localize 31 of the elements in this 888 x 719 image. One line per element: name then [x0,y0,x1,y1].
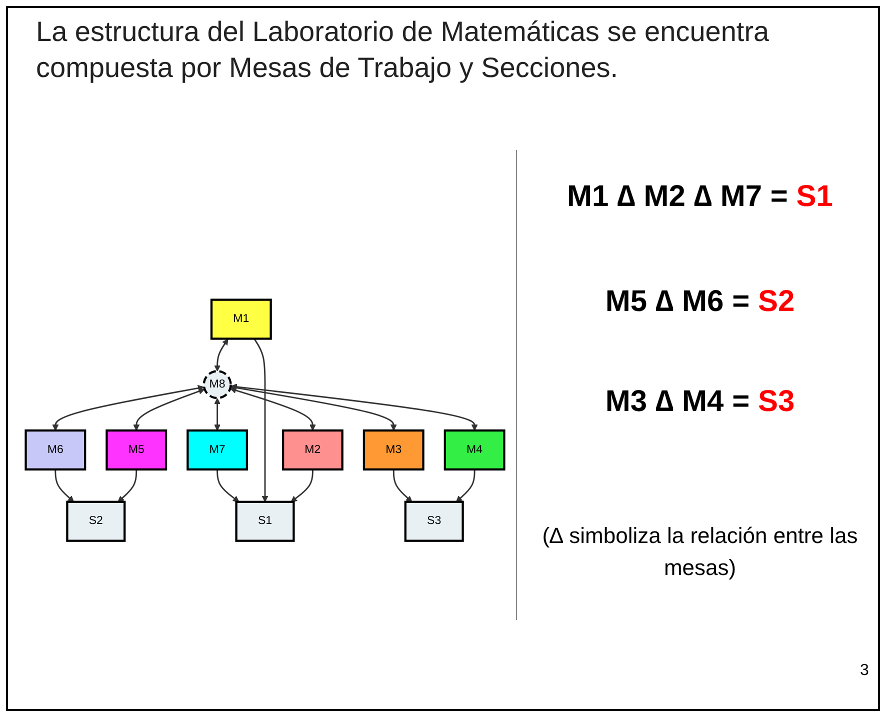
node-box: M5 [106,429,168,470]
node-box: M2 [282,429,344,470]
arrow [133,388,205,430]
equation-text: M5 ∆ M6 = S2 [604,285,796,319]
arrow [456,469,476,502]
title-text: La estructura del Laboratorio de Matemáticas se encuentra compuesta por Mesas de Trabajo y Secciones. [36,15,770,85]
arrow [290,469,314,502]
node-box: M7 [186,429,248,470]
note-text: (∆ simboliza la relación entre las mesas) [541,522,859,582]
node-circle: M8 [202,370,232,399]
node-box: M1 [210,298,272,340]
node-box: M3 [362,429,424,470]
arrow [230,387,316,430]
arrow [54,469,74,502]
node-box: M4 [444,429,506,470]
node-box: S3 [404,500,464,542]
arrow [392,469,412,502]
arrow [214,398,220,430]
node-box: M6 [24,429,86,470]
equation-text: M3 ∆ M4 = S3 [604,385,796,419]
node-box: S2 [66,500,126,542]
page-number: 3 [860,662,869,680]
arrow [118,469,138,502]
equation-text: M1 ∆ M2 ∆ M7 = S1 [566,180,834,214]
arrow [216,469,240,502]
arrow [52,384,204,430]
arrow [254,338,268,502]
arrow [230,383,478,430]
arrow [214,338,228,372]
node-box: S1 [235,500,295,542]
arrow [230,384,397,430]
